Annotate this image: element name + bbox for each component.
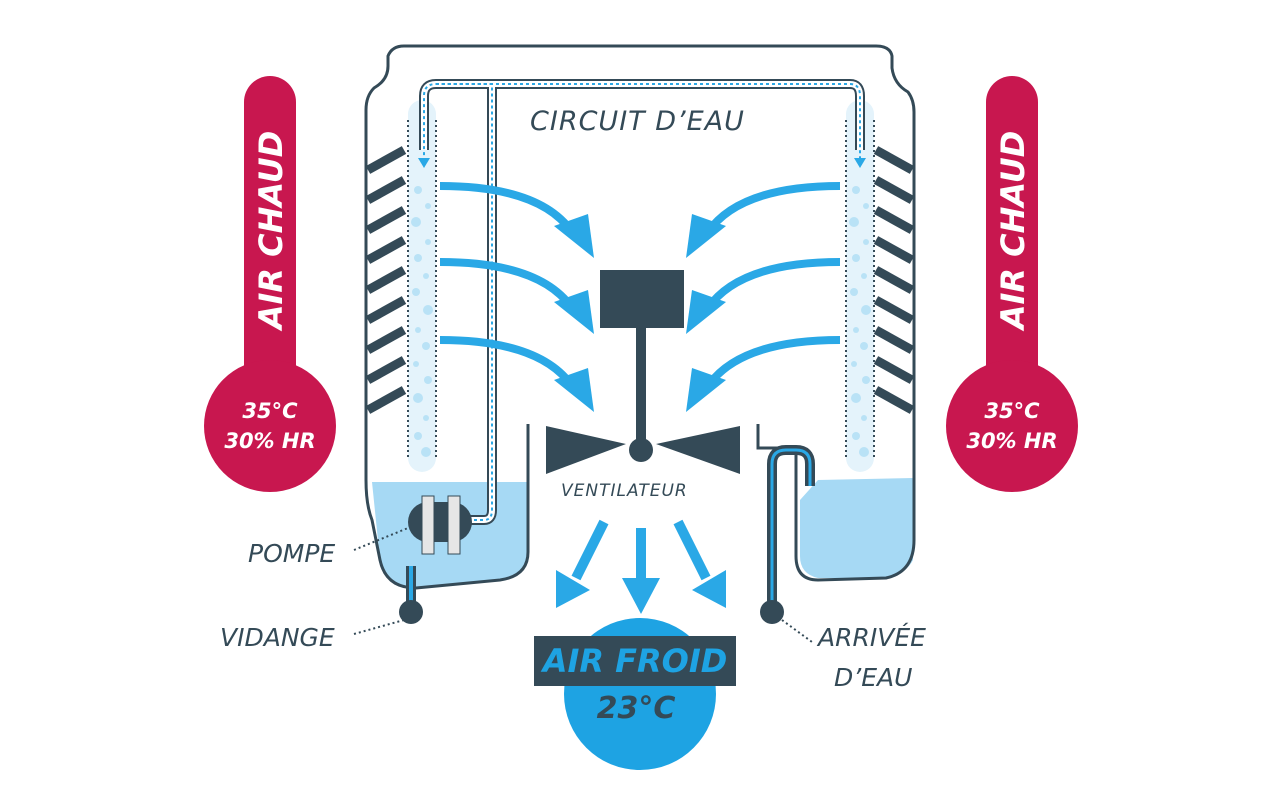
circuit-label: CIRCUIT D’EAU [530, 106, 745, 137]
cold-air-out-arrows [556, 519, 726, 614]
cooled-air-arrowheads-right [686, 214, 726, 412]
fan-label: VENTILATEUR [561, 481, 688, 501]
drain-label: VIDANGE [220, 623, 335, 652]
water-circuit-pipe [418, 79, 866, 525]
cooler-housing [364, 44, 916, 590]
cooled-air-arrows-right [704, 182, 841, 389]
right-thermometer [946, 76, 1078, 492]
left-evaporative-pad [407, 100, 437, 472]
left-hot-air-title: AIR CHAUD [252, 131, 290, 333]
right-hot-air-title: AIR CHAUD [994, 131, 1032, 333]
cold-air-temperature: 23°C [597, 691, 676, 726]
inlet-label-line1: ARRIVÉE [816, 623, 926, 652]
drain [399, 566, 423, 624]
cooled-air-arrows-left [439, 182, 576, 389]
fan [546, 270, 740, 474]
cooled-air-arrowheads-left [554, 214, 594, 412]
right-evaporative-pad [845, 100, 875, 472]
cold-air-title: AIR FROID [540, 642, 728, 680]
right-hot-air-humidity: 30% HR [966, 429, 1057, 453]
left-hot-air-humidity: 30% HR [224, 429, 315, 453]
pump-label: POMPE [248, 539, 335, 568]
left-thermometer [204, 76, 336, 492]
right-hot-air-temperature: 35°C [984, 399, 1040, 423]
inlet-label-line2: D’EAU [834, 663, 912, 692]
left-hot-air-temperature: 35°C [242, 399, 298, 423]
right-water-basin [800, 478, 913, 578]
leader-lines [353, 527, 813, 643]
water-inlet [760, 445, 815, 624]
cold-air-badge [534, 618, 736, 770]
pump [408, 495, 472, 555]
